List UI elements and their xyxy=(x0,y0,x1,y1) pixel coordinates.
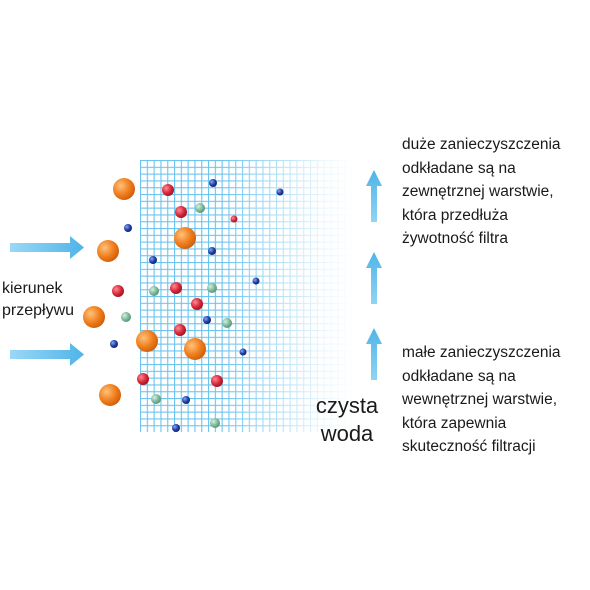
particle-large xyxy=(99,384,121,406)
particle-green xyxy=(195,203,205,213)
particle-green xyxy=(210,418,220,428)
particle-red xyxy=(211,375,223,387)
clean-water-line: woda xyxy=(320,421,374,446)
particle-green xyxy=(121,312,131,322)
particle-large xyxy=(136,330,158,352)
particle-blue xyxy=(182,396,190,404)
particle-red xyxy=(191,298,203,310)
particle-blue xyxy=(276,188,284,196)
particle-red xyxy=(230,215,238,223)
particle-red xyxy=(170,282,182,294)
large-contaminants-note: duże zanieczyszczenia odkładane są na ze… xyxy=(402,133,588,251)
particle-blue xyxy=(149,256,157,264)
particle-blue xyxy=(110,340,118,348)
particle-blue xyxy=(239,348,247,356)
up-arrow-icon xyxy=(366,252,382,304)
particle-blue xyxy=(209,179,217,187)
particle-green xyxy=(207,283,217,293)
note-line: skuteczność filtracji xyxy=(402,438,536,455)
particle-blue xyxy=(252,277,260,285)
outflow-arrows xyxy=(366,170,382,380)
particle-large xyxy=(97,240,119,262)
particle-red xyxy=(174,324,186,336)
note-line: żywotność filtra xyxy=(402,230,508,247)
particle-red xyxy=(112,285,124,297)
up-arrow-icon xyxy=(366,170,382,222)
filter-mesh xyxy=(140,160,355,432)
particle-large xyxy=(113,178,135,200)
particles xyxy=(83,178,284,432)
particle-red xyxy=(175,206,187,218)
particle-green xyxy=(222,318,232,328)
clean-water-label: czysta woda xyxy=(308,392,386,448)
note-line: małe zanieczyszczenia xyxy=(402,344,561,361)
particle-red xyxy=(137,373,149,385)
clean-water-line: czysta xyxy=(315,393,379,418)
note-line: która zapewnia xyxy=(402,414,507,432)
particle-green xyxy=(151,394,161,404)
note-line: duże zanieczyszczenia xyxy=(402,136,561,153)
inflow-arrow-bottom-icon xyxy=(10,343,84,366)
particle-large xyxy=(184,338,206,360)
note-line: która przedłuża xyxy=(402,206,508,224)
particle-blue xyxy=(203,316,211,324)
inflow-arrows xyxy=(10,236,84,366)
flow-direction-line: kierunek xyxy=(2,280,63,297)
up-arrow-icon xyxy=(366,328,382,380)
particle-large xyxy=(174,227,196,249)
note-line: wewnętrznej warstwie, xyxy=(402,391,558,408)
particle-blue xyxy=(172,424,180,432)
flow-direction-label: kierunek przepływu xyxy=(2,278,92,322)
inflow-arrow-top-icon xyxy=(10,236,84,259)
note-line: odkładane są na xyxy=(402,367,516,385)
note-line: zewnętrznej warstwie, xyxy=(402,183,554,200)
small-contaminants-note: małe zanieczyszczenia odkładane są na we… xyxy=(402,341,588,459)
particle-blue xyxy=(124,224,132,232)
particle-green xyxy=(149,286,159,296)
particle-blue xyxy=(208,247,216,255)
particle-red xyxy=(162,184,174,196)
note-line: odkładane są na xyxy=(402,159,516,177)
particle-large xyxy=(83,306,105,328)
flow-direction-line: przepływu xyxy=(2,302,75,319)
